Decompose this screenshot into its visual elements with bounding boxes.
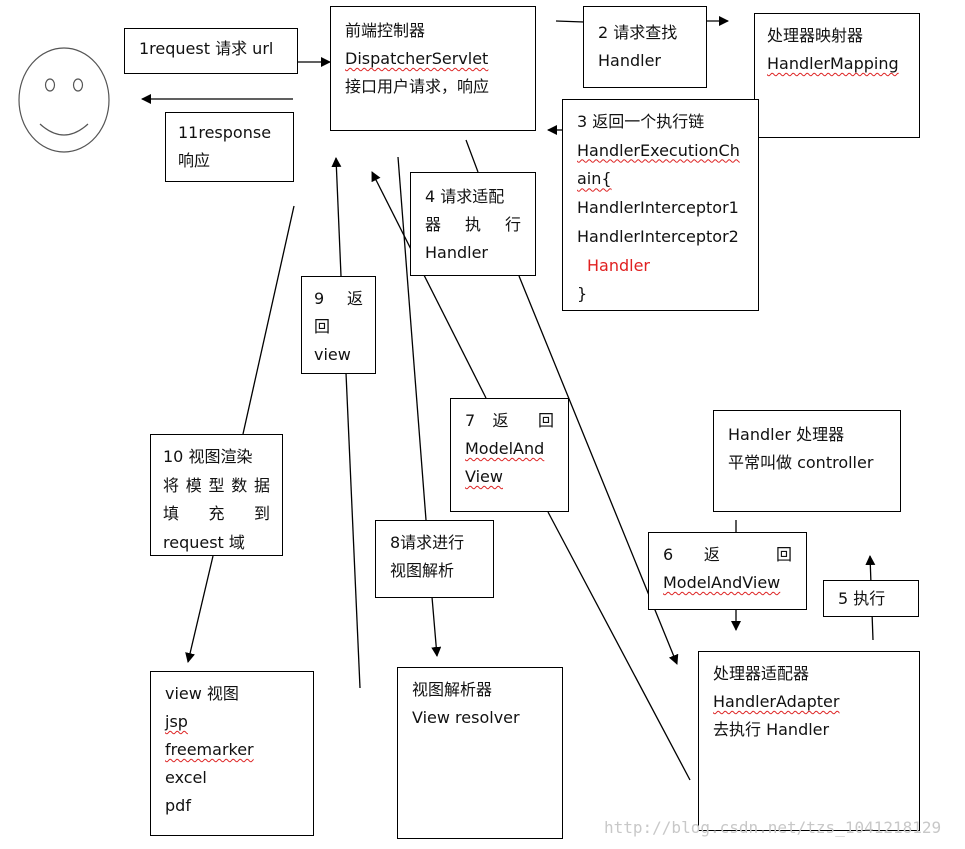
render-line-4: request 域 [163,532,245,552]
render-line-3: 填 充 到 [163,504,270,523]
view-box: view 视图 jsp freemarker excel pdf [150,671,314,836]
return-view-line-2: 回 [314,317,331,336]
exec-chain-line-7: } [577,284,588,304]
arrow-return-view-b [331,157,342,277]
exec-chain-line-3: ain{ [577,169,612,189]
view-line-pdf: pdf [165,796,191,815]
view-line-freemarker: freemarker [165,740,254,759]
handler-mapping-line-1: 处理器映射器 [767,26,864,45]
smiley-face-icon [18,47,110,153]
adapter-line-3: 去执行 Handler [713,720,830,739]
response-line-2: 响应 [178,151,211,170]
render-view-box: 10 视图渲染 将模型数据 填 充 到 request 域 [150,434,283,556]
adapter-line-2: HandlerAdapter [713,692,840,711]
exec-chain-handler: Handler [587,255,650,275]
arrow-mav-to-dispatcher-2 [371,171,487,399]
arrow-to-adapter-a [465,139,479,173]
view-line-excel: excel [165,768,207,787]
resolver-line-2: View resolver [412,708,520,727]
request-label: 1request 请求 url [139,39,274,58]
view-resolver-box: 视图解析器 View resolver [397,667,563,839]
arrow-render-b [185,555,214,663]
return-modelandview-7-box: 7 返 回 ModelAnd View [450,398,569,512]
arrow-find-handler [555,20,585,23]
find-handler-line-1: 2 请求查找 [598,23,678,42]
render-line-2: 将模型数据 [163,475,270,495]
handler-controller-box: Handler 处理器 平常叫做 controller [713,410,901,512]
handler-controller-line-1: Handler 处理器 [728,425,845,444]
return-modelandview-6-box: 6 返 回 ModelAndView [648,532,807,610]
dispatcher-servlet-box: 前端控制器 DispatcherServlet 接口用户请求，响应 [330,6,536,131]
execute-box: 5 执行 [823,580,919,617]
return-mav6-line-2: ModelAndView [663,573,781,592]
exec-chain-line-4: HandlerInterceptor1 [577,198,739,218]
adapter-request-box: 4 请求适配 器 执 行 Handler [410,172,536,276]
return-mav6-line-1: 6 返 回 [663,545,792,564]
find-handler-box: 2 请求查找 Handler [583,6,707,88]
view-line-jsp: jsp [165,712,188,731]
arrow-mav-to-dispatcher [547,511,691,781]
arrow-render-a [242,205,295,435]
execute-label: 5 执行 [838,589,886,608]
adapter-line-1: 处理器适配器 [713,664,810,683]
handler-adapter-box: 处理器适配器 HandlerAdapter 去执行 Handler [698,651,920,831]
arrow-to-resolver-a [397,156,427,521]
resolve-request-line-1: 8请求进行 [390,533,465,552]
return-mav7-line-2: ModelAnd [465,439,545,458]
adapter-request-line-3: Handler [425,243,488,262]
render-line-1: 10 视图渲染 [163,447,253,466]
exec-chain-line-5: HandlerInterceptor2 [577,226,739,246]
exec-chain-line-1: 3 返回一个执行链 [577,112,705,131]
handler-mapping-line-2: HandlerMapping [767,54,899,73]
response-line-1: 11response [178,123,272,142]
response-box: 11response 响应 [165,112,294,182]
arrow-to-resolver-b [431,596,442,657]
dispatcher-line-2: DispatcherServlet [345,49,489,68]
dispatcher-line-1: 前端控制器 [345,21,426,40]
dispatcher-line-3: 接口用户请求，响应 [345,77,490,96]
return-mav7-line-1: 7 返 回 [465,411,554,430]
exec-chain-line-2: HandlerExecutionCh [577,140,740,160]
return-view-line-1: 9 返 [314,289,363,308]
return-view-box: 9 返 回 view [301,276,376,374]
request-box: 1request 请求 url [124,28,298,74]
return-mav7-line-3: View [465,467,503,486]
handler-controller-line-2: 平常叫做 controller [728,453,874,472]
adapter-request-line-1: 4 请求适配 [425,187,505,206]
find-handler-line-2: Handler [598,51,661,70]
resolve-request-box: 8请求进行 视图解析 [375,520,494,598]
resolve-request-line-2: 视图解析 [390,561,455,580]
view-line-1: view 视图 [165,684,239,703]
execution-chain-box: 3 返回一个执行链 HandlerExecutionCh ain{ Handle… [562,99,759,311]
adapter-request-line-2: 器 执 行 [425,215,521,234]
return-view-line-3: view [314,345,351,364]
arrow-return-view-a [345,372,361,689]
resolver-line-1: 视图解析器 [412,680,493,699]
handler-mapping-box: 处理器映射器 HandlerMapping [754,13,920,138]
watermark: http://blog.csdn.net/tzs_1041218129 [604,818,942,837]
